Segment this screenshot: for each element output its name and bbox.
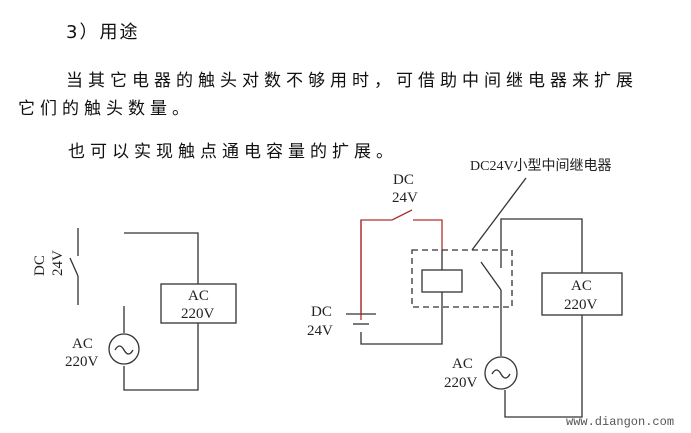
right-ac-source-wave-icon bbox=[491, 369, 511, 379]
left-wire-top bbox=[124, 232, 199, 284]
right-source-label-ac: AC bbox=[452, 356, 473, 372]
right-load-box bbox=[541, 272, 623, 316]
left-source-label-220v: 220V bbox=[65, 354, 99, 370]
right-load-label-220v: 220V bbox=[564, 297, 598, 313]
right-control-wire-top-right bbox=[413, 219, 443, 250]
section-heading: 3）用途 bbox=[66, 22, 140, 43]
right-coil-bottom-wire bbox=[360, 292, 443, 345]
right-dc-switch-blade bbox=[391, 209, 413, 221]
left-switch-label-24v: 24V bbox=[50, 250, 66, 276]
watermark: www.diangon.com bbox=[566, 415, 674, 429]
paragraph-1-line-2: 它们的触头数量。 bbox=[18, 99, 194, 119]
left-ac-source-wave-icon bbox=[114, 345, 134, 355]
paragraph-2: 也可以实现触点通电容量的扩展。 bbox=[68, 142, 398, 162]
left-source-label-ac: AC bbox=[72, 336, 93, 352]
left-load-label-220v: 220V bbox=[181, 306, 215, 322]
right-ac-source-circle bbox=[484, 356, 518, 390]
right-switch-label-dc: DC bbox=[393, 172, 414, 188]
left-wire-right-bottom bbox=[123, 323, 199, 391]
right-control-wire-top-left bbox=[360, 219, 392, 320]
right-contact-top-wire bbox=[500, 218, 583, 273]
right-relay-contact-blade bbox=[480, 261, 502, 291]
left-ac-source-circle bbox=[108, 333, 140, 365]
right-relay-callout-leader bbox=[471, 177, 527, 251]
right-relay-callout-label: DC24V小型中间继电器 bbox=[470, 158, 612, 174]
right-source-label-220v: 220V bbox=[444, 375, 478, 391]
paragraph-1-line-1: 当其它电器的触头对数不够用时，可借助中间继电器来扩展 bbox=[66, 71, 638, 91]
left-switch-blade bbox=[69, 257, 79, 277]
right-circuit bbox=[346, 177, 623, 418]
right-battery-label-24v: 24V bbox=[307, 323, 333, 339]
right-load-bottom-wire bbox=[504, 315, 583, 418]
right-relay-coil bbox=[421, 269, 463, 293]
right-switch-label-24v: 24V bbox=[392, 190, 418, 206]
left-load-box bbox=[160, 283, 237, 324]
right-battery-label-dc: DC bbox=[311, 304, 332, 320]
left-switch-label-dc: DC bbox=[32, 255, 48, 276]
left-circuit bbox=[69, 228, 237, 391]
right-load-label-ac: AC bbox=[571, 278, 592, 294]
left-load-label-ac: AC bbox=[188, 288, 209, 304]
right-relay-enclosure bbox=[411, 249, 513, 308]
